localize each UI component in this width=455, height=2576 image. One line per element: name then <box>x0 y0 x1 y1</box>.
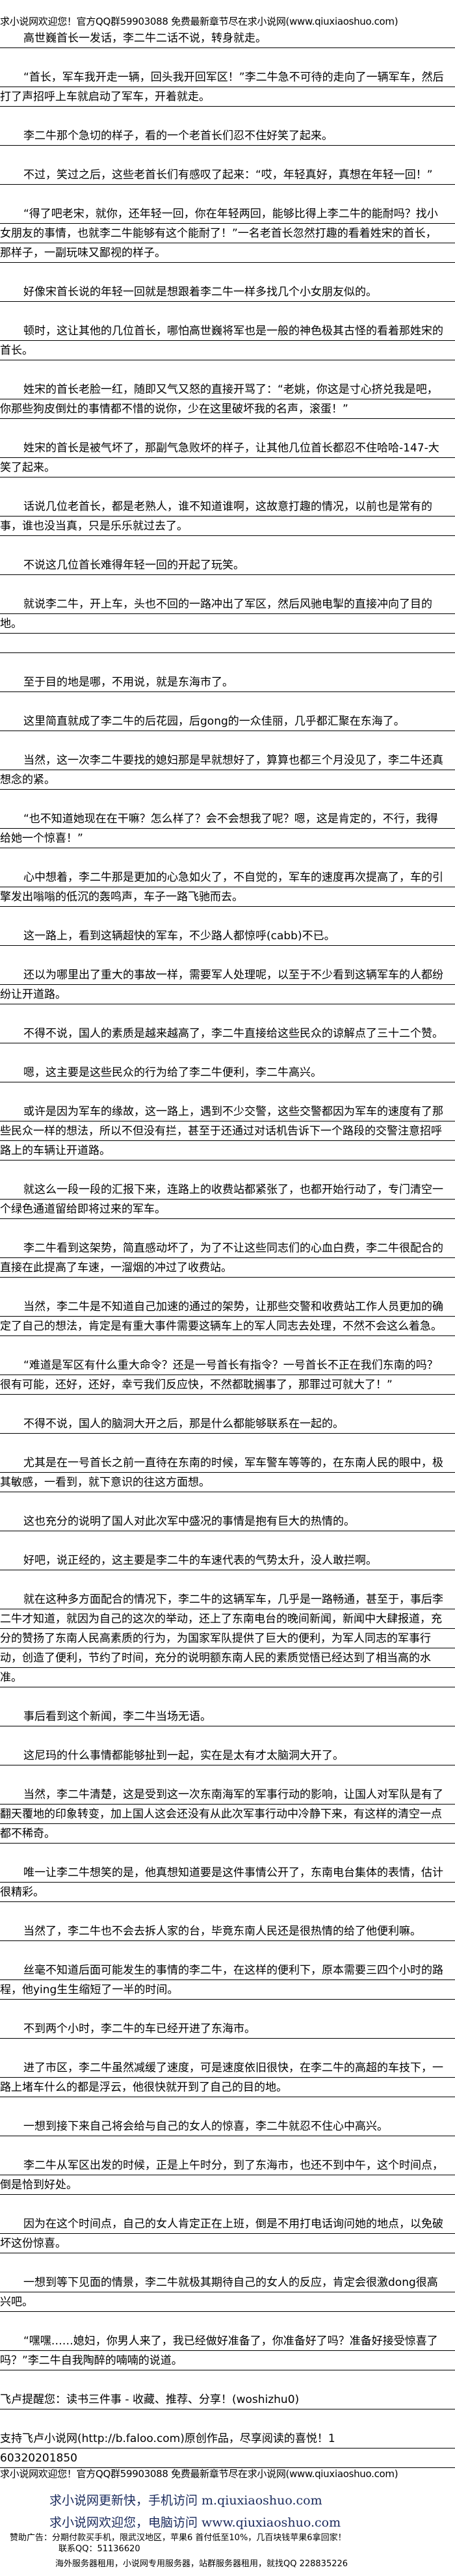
story-paragraph: 还以为哪里出了重大的事故一样，需要军人处理呢，以至于不少看到这辆军车的人都纷纷让… <box>0 965 455 1004</box>
support-id: 60320201850 <box>0 2449 455 2468</box>
story-paragraph: 不得不说，国人的脑洞大开之后，那是什么都能够联系在一起的。 <box>0 1414 455 1434</box>
story-paragraph: 好吧，说正经的，这主要是李二牛的车速代表的气势太升，没人敢拦啊。 <box>0 1551 455 1570</box>
paragraph-list: 高世巍首长一发话，李二牛二话不说，转身就走。 “首长，军车我开走一辆，回头我开回军… <box>0 29 455 2370</box>
page-footer: 求小说网欢迎您！官方QQ群59903088 免费最新章节尽在求小说网(www.q… <box>0 2467 455 2569</box>
story-paragraph: 姓宋的首长老脸一红，随即又气又怒的直接开骂了：“老姚，你这是寸心挤兑我是吧，你那… <box>0 380 455 419</box>
story-paragraph: 进了市区，李二牛虽然减缓了速度，可是速度依旧很快，在李二牛的高超的车技下，一路上… <box>0 2058 455 2097</box>
story-paragraph: 当然了，李二牛也不会去拆人家的台，毕竟东南人民还是很热情的给了他便利嘛。 <box>0 1922 455 1941</box>
story-paragraph: 李二牛从军区出发的时候，正是上午时分，到了东海市，也还不到中午，这个时间点，倒是… <box>0 2156 455 2195</box>
story-paragraph: 嗯，这主要是这些民众的行为给了李二牛便利，李二牛高兴。 <box>0 1063 455 1082</box>
story-paragraph: 不过，笑过之后，这些老首长们有感叹了起来：“哎，年轻真好，真想在年轻一回！” <box>0 165 455 185</box>
story-paragraph: 一想到等下见面的情景，李二牛就极其期待自己的女人的反应，肯定会很激dong很高兴… <box>0 2273 455 2312</box>
story-paragraph: 或许是因为军车的缘故，这一路上，遇到不少交警，这些交警都因为军车的速度有了那些民… <box>0 1102 455 1161</box>
story-paragraph: 话说几位老首长，都是老熟人，谁不知道谁啊，这故意打趣的情况，以前也是常有的事，谁… <box>0 497 455 536</box>
story-paragraph: 顿时，这让其他的几位首长，哪怕高世巍将军也是一般的神色极其古怪的看着那姓宋的首长… <box>0 321 455 360</box>
story-paragraph: 就在这种多方面配合的情况下，李二牛的这辆军车，几乎是一路畅通，甚至于，事后李二牛… <box>0 1590 455 1687</box>
story-paragraph: 好像宋首长说的年轻一回就是想跟着李二牛一样多找几个小女朋友似的。 <box>0 282 455 302</box>
story-paragraph: 当然，李二牛清楚，这是受到这一次东南海军的军事行动的影响，让国人对军队是有了翻天… <box>0 1785 455 1844</box>
sponsor-contact: 联系QQ：51136620 <box>58 2544 140 2554</box>
story-paragraph: 当然，这一次李二牛要找的媳妇那是早就想好了，算算也都三个月没见了，李二牛还真想念… <box>0 751 455 790</box>
story-paragraph: 心中想着，李二牛那是更加的心急如火了，不自觉的，军车的速度再次提高了，车的引擎发… <box>0 868 455 907</box>
story-paragraph: “首长，军车我开走一辆，回头我开回军区！”李二牛急不可待的走向了一辆军车，然后打… <box>0 68 455 107</box>
story-paragraph: 尤其是在一号首长之前一直待在东南的时候，军车警车等等的，在东南人民的眼中，极其敏… <box>0 1453 455 1492</box>
story-paragraph: 不得不说，国人的素质是越来越高了，李二牛直接给这些民众的谅解点了三十二个赞。 <box>0 1024 455 1043</box>
story-paragraph: 唯一让李二牛想笑的是，他真想知道要是这件事情公开了，东南电台集体的表情，估计很精… <box>0 1863 455 1902</box>
pc-access-link[interactable]: 求小说网欢迎您，电脑访问 www.qiuxiaoshuo.com <box>49 2516 341 2530</box>
story-paragraph: 李二牛那个急切的样子，看的一个老首长们忍不住好笑了起来。 <box>0 126 455 146</box>
story-paragraph: 这尼玛的什么事情都能够扯到一起，实在是太有才太脑洞大开了。 <box>0 1746 455 1765</box>
server-ad[interactable]: 海外服务器租用，小说网专用服务器，站群服务器租用，就找QQ 228835226 <box>55 2559 348 2569</box>
story-paragraph: “得了吧老宋，就你，还年轻一回，你在年轻两回，能够比得上李二牛的能耐吗？找小女朋… <box>0 204 455 263</box>
story-paragraph: 至于目的地是哪，不用说，就是东海市了。 <box>0 673 455 692</box>
story-paragraph: 姓宋的首长是被气坏了，那副气急败坏的样子，让其他几位首长都忍不住哈哈-147-大… <box>0 438 455 477</box>
story-paragraph: 这也充分的说明了国人对此次军中盛况的事情是抱有巨大的热情的。 <box>0 1512 455 1531</box>
story-paragraph: 李二牛看到这架势，简直感动坏了，为了不让这些同志们的心血白费，李二牛很配合的直接… <box>0 1239 455 1278</box>
story-paragraph: 高世巍首长一发话，李二牛二话不说，转身就走。 <box>0 29 455 48</box>
story-paragraph: 当然，李二牛是不知道自己加速的通过的架势，让那些交警和收费站工作人员更加的确定了… <box>0 1297 455 1336</box>
story-paragraph: 丝毫不知道后面可能发生的事情的李二牛，在这样的便利下，原本需要三四个小时的路程，… <box>0 1961 455 2000</box>
story-paragraph: 事后看到这个新闻，李二牛当场无语。 <box>0 1707 455 1726</box>
blank-line <box>0 634 455 653</box>
story-paragraph: 不到两个小时，李二牛的车已经开进了东海市。 <box>0 2019 455 2039</box>
story-paragraph: 这一路上，看到这辆超快的军车，不少路人都惊呼(cabb)不已。 <box>0 926 455 946</box>
mobile-access-link[interactable]: 求小说网更新快，手机访问 m.qiuxiaoshuo.com <box>49 2493 322 2508</box>
story-paragraph: 这里简直就成了李二牛的后花园，后gong的一众佳丽，几乎都汇聚在东海了。 <box>0 712 455 731</box>
site-welcome-banner: 求小说网欢迎您！官方QQ群59903088 免费最新章节尽在求小说网(www.q… <box>0 16 398 27</box>
support-link-text[interactable]: 支持飞卢小说网(http://b.faloo.com)原创作品，尽享阅读的喜悦！… <box>0 2429 455 2449</box>
site-welcome-banner-bottom: 求小说网欢迎您！官方QQ群59903088 免费最新章节尽在求小说网(www.q… <box>0 2468 398 2480</box>
story-paragraph: 不说这几位首长难得年轻一回的开起了玩笑。 <box>0 556 455 575</box>
story-paragraph: 就这么一段一段的汇报下来，连路上的收费站都紧张了，也都开始行动了，专门清空一个绿… <box>0 1180 455 1219</box>
story-paragraph: “嘿嘿……媳妇，你男人来了，我已经做好准备了，你准备好了吗？准备好接受惊喜了吗？… <box>0 2331 455 2370</box>
story-paragraph: 一想到接下来自己将会给与自己的女人的惊喜，李二牛就忍不住心中高兴。 <box>0 2117 455 2136</box>
story-paragraph: 就说李二牛，开上车，头也不回的一路冲出了军区，然后风驰电掣的直接冲向了目的地。 <box>0 595 455 634</box>
story-paragraph: “也不知道她现在在干嘛？怎么样了？会不会想我了呢？嗯，这是肯定的，不行，我得给她… <box>0 809 455 848</box>
chapter-content: 高世巍首长一发话，李二牛二话不说，转身就走。 “首长，军车我开走一辆，回头我开回军… <box>0 29 455 2488</box>
reading-reminder: 飞卢提醒您：读书三件事 - 收藏、推荐、分享！(woshizhu0) <box>0 2390 455 2409</box>
story-paragraph: “难道是军区有什么重大命令？还是一号首长有指令？一号首长不正在我们东南的吗？很有… <box>0 1356 455 1395</box>
story-paragraph: 因为在这个时间点，自己的女人肯定正在上班，倒是不用打电话询问她的地点，以免破坏这… <box>0 2214 455 2253</box>
sponsor-ad[interactable]: 赞助广告：分期付款买手机，限武汉地区，苹果6 首付低至10%，几百块钱苹果6拿回… <box>10 2533 346 2543</box>
